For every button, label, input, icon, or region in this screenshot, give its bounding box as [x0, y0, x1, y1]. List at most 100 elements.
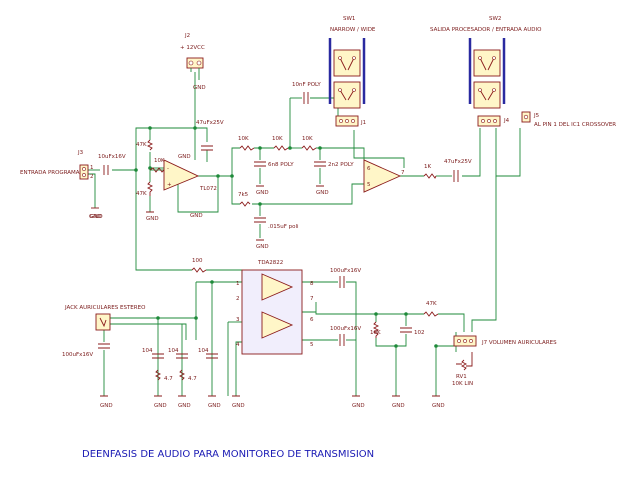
u1-minus: -	[167, 166, 169, 172]
gnd-104c: GND	[208, 403, 221, 409]
j2-ref: J2	[184, 33, 190, 39]
j3-pin1: 1	[90, 165, 94, 171]
r-10k-in	[149, 167, 165, 173]
u2-pin6: 6	[367, 166, 371, 172]
sw2-ref: SW2	[489, 16, 501, 22]
u3-label: TDA2822	[257, 260, 283, 266]
r-47k-bot	[146, 181, 154, 196]
gnd-jack: GND	[100, 403, 113, 409]
c-supply-label: 47uFx25V	[196, 120, 224, 126]
r-100-label: 100	[192, 258, 203, 264]
c-hp2-label: 100uFx16V	[330, 326, 361, 332]
jack-auriculares: JACK AURICULARES ESTEREO	[64, 305, 146, 331]
c-015-label: .015uF poli	[268, 224, 299, 230]
u3-pin2: 2	[236, 296, 240, 302]
connector-j3: J3 ENTRADA PROGRAMA GND 1 2	[20, 150, 103, 220]
r-10k-amp-label: 10K	[370, 330, 381, 336]
r-10k-b-label: 10K	[272, 136, 283, 142]
ground-symbols: GND GND GND GND GND GND GND GND GND GND …	[89, 185, 445, 409]
r-47k-top-label: 47K	[136, 142, 147, 148]
gnd-j3-b: GND	[89, 214, 102, 220]
gnd-c2n2: GND	[316, 190, 329, 196]
u3-pin6: 6	[310, 317, 314, 323]
u3-pin8: 8	[310, 281, 314, 287]
u1-plus: +	[167, 182, 172, 188]
c-104b-label: 104	[168, 348, 179, 354]
wires	[88, 72, 521, 396]
opamp-u1: - + TL072 GND GND	[163, 154, 217, 219]
c-jack-label: 100uFx16V	[62, 352, 93, 358]
c-015	[254, 217, 266, 223]
c-fb-label: 10nF POLY	[292, 82, 321, 88]
r-100	[191, 267, 207, 273]
c-fb	[303, 92, 309, 104]
r-7k5	[239, 201, 251, 207]
gnd-10k: GND	[392, 403, 405, 409]
c-104b	[176, 353, 188, 359]
r-10k-a	[239, 145, 255, 151]
sw1-ref: SW1	[343, 16, 355, 22]
r-47k-fb	[423, 311, 439, 317]
r-47k-top	[146, 139, 154, 151]
jack-desc: JACK AURICULARES ESTEREO	[64, 305, 146, 311]
j3-ref: J3	[77, 150, 84, 156]
gnd-c015: GND	[256, 244, 269, 250]
j5-ref: J5	[533, 113, 540, 119]
j3-desc: ENTRADA PROGRAMA	[20, 170, 80, 176]
u2-pin5: 5	[367, 182, 371, 188]
c-104c	[206, 353, 218, 359]
sw1-desc: NARROW / WIDE	[330, 27, 376, 33]
rv1-wiper	[456, 352, 473, 367]
j4-ref: J4	[503, 118, 510, 124]
r-10k-b	[273, 145, 289, 151]
gnd-104a: GND	[154, 403, 167, 409]
c-hp1	[339, 276, 345, 288]
gnd-rv1: GND	[432, 403, 445, 409]
switch-sw2: SW2 SALIDA PROCESADOR / ENTRADA AUDIO	[430, 16, 542, 109]
c-104c-label: 104	[198, 348, 209, 354]
r-4-7-b	[178, 369, 186, 381]
r-4-7-a-label: 4.7	[164, 376, 173, 382]
c-2n2	[314, 161, 326, 167]
r-4-7-a	[154, 369, 162, 381]
c-in-label: 10uFx16V	[98, 154, 126, 160]
junctions	[134, 126, 438, 348]
capacitors: 10uFx16V 47uFx25V 10nF POLY 6n8 POLY 2n2…	[62, 82, 472, 359]
c-hp2	[339, 334, 345, 346]
r-4-7-b-label: 4.7	[188, 376, 197, 382]
r-7k5-label: 7k5	[238, 192, 249, 198]
sw2-desc: SALIDA PROCESADOR / ENTRADA AUDIO	[430, 27, 542, 33]
u3-pin3: 3	[236, 317, 240, 323]
u1-gnd: GND	[190, 213, 203, 219]
j5-desc: AL PIN 1 DEL IC1 CROSSOVER	[534, 122, 616, 128]
r-10k-c-label: 10K	[302, 136, 313, 142]
u3-pin1: 1	[236, 281, 240, 287]
j2-desc: + 12VCC	[180, 45, 205, 51]
r-10k-in-label: 10K	[154, 158, 165, 164]
switch-sw1: SW1 NARROW / WIDE	[328, 16, 376, 109]
gnd-hp: GND	[352, 403, 365, 409]
r-10k-c	[301, 145, 317, 151]
c-supply	[201, 145, 213, 151]
opamp-u2: 6 5 7	[363, 159, 405, 193]
r-47k-bot-label: 47K	[136, 191, 147, 197]
connector-j1: J1	[335, 115, 366, 127]
r-47k-fb-label: 47K	[426, 301, 437, 307]
resistors: 10K 47K 47K 10K 10K 10K 7k5 1K 100 47K 1…	[136, 136, 473, 387]
connector-j7: J7 VOLUMEN AURICULARES	[453, 335, 557, 347]
c-102	[400, 327, 412, 333]
j3-pin2: 2	[90, 174, 94, 180]
c-jack	[98, 343, 110, 349]
c-out	[453, 170, 459, 182]
r-1k	[423, 173, 437, 179]
gnd-c6n8: GND	[256, 190, 269, 196]
c-6n8	[254, 161, 266, 167]
c-in	[103, 165, 109, 175]
gnd-r47k: GND	[146, 216, 159, 222]
j1-ref: J1	[360, 120, 366, 126]
u3-pin7: 7	[310, 296, 314, 302]
u3-pin5: 5	[310, 342, 314, 348]
c-104a	[152, 353, 164, 359]
c-out-label: 47uFx25V	[444, 159, 472, 165]
u3-pin4: 4	[236, 342, 240, 348]
